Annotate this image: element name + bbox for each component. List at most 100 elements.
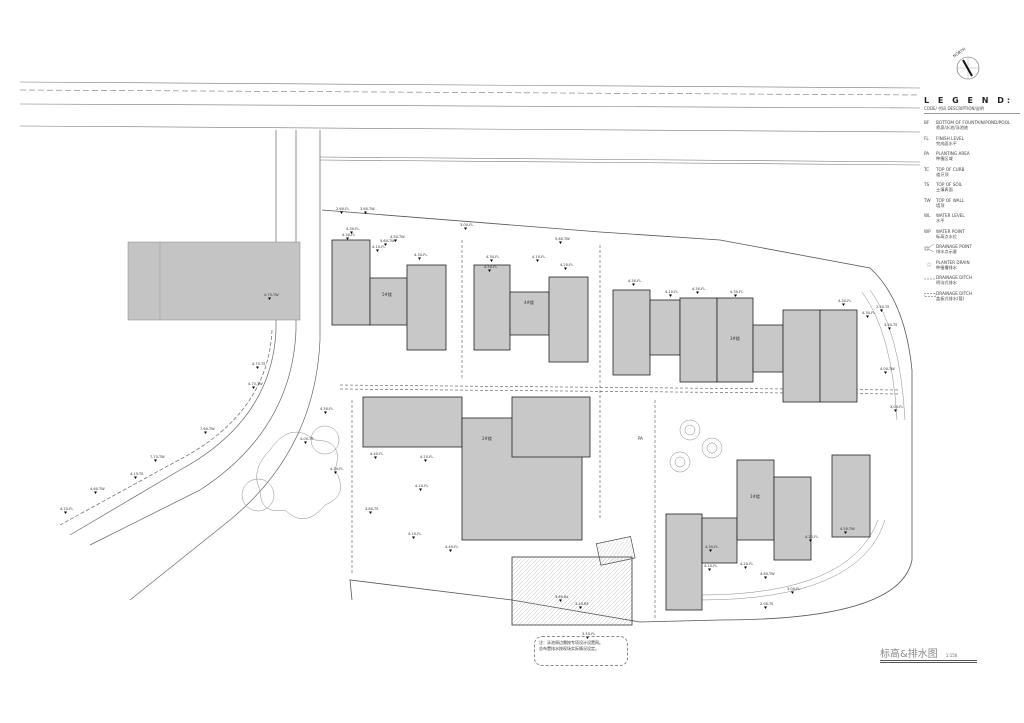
legend-desc-en: PLANTING AREA: [936, 151, 970, 156]
drawing-scale: 1:150: [945, 653, 958, 658]
elevation-marker: 5.60-TW: [380, 239, 395, 246]
elevation-marker: 3.50-TS: [884, 323, 898, 330]
elevation-marker: 4.00-TS: [300, 437, 314, 444]
elevation-marker: 5.60-TW: [555, 237, 570, 244]
elevation-triangle-icon: [586, 636, 589, 639]
elevation-marker: 4.20-FL: [740, 562, 753, 569]
elevation-triangle-icon: [488, 269, 491, 272]
elevation-marker: 4.75-TS: [252, 362, 266, 369]
elevation-triangle-icon: [94, 491, 97, 494]
elevation-marker: 4.10-FL: [60, 507, 73, 514]
legend-desc-en: TOP OF WALL: [936, 197, 965, 203]
planting-label: PA: [638, 436, 643, 441]
elevation-marker: 4.00-TW: [880, 367, 895, 374]
drainage-point-icon: [924, 243, 936, 253]
elevation-triangle-icon: [708, 568, 711, 571]
elevation-triangle-icon: [709, 549, 712, 552]
elevation-value: 4.40-FL: [370, 452, 383, 456]
elevation-value: 3.50-TS: [884, 323, 898, 327]
elevation-triangle-icon: [64, 511, 67, 514]
elevation-value: 4.40-FL: [445, 545, 458, 549]
legend-title: L E G E N D:: [924, 96, 1014, 105]
elevation-value: 4.30-FL: [628, 279, 641, 283]
elevation-value: 4.10-FL: [665, 290, 678, 294]
elevation-value: 3.55-FL: [582, 632, 595, 636]
elevation-marker: 4.30-FL: [486, 255, 499, 262]
elevation-triangle-icon: [424, 459, 427, 462]
legend-desc-cn: 标高点水位: [936, 233, 957, 239]
elevation-value: 2.50-TS: [876, 305, 890, 309]
elevation-marker: 3.00-FL: [460, 223, 473, 230]
elevation-value: 3.60-BL: [555, 595, 569, 599]
elevation-marker: 3.60-TW: [360, 207, 375, 214]
legend-desc-cn: 种植槽排水: [936, 264, 957, 270]
elevation-triangle-icon: [536, 259, 539, 262]
elevation-marker: 4.30-FL: [692, 287, 705, 294]
elevation-value: 4.00-TS: [300, 437, 314, 441]
building-label: 2#楼: [482, 435, 492, 441]
elevation-triangle-icon: [154, 459, 157, 462]
elevation-value: 3.00-FL: [890, 405, 903, 409]
legend-code: WL: [924, 213, 931, 218]
legend-desc-cn: 排水点示意: [936, 249, 957, 254]
legend-desc-en: DRAINAGE POINT: [936, 244, 972, 249]
elevation-triangle-icon: [894, 409, 897, 412]
elevation-triangle-icon: [764, 606, 767, 609]
elevation-value: 4.75-TS: [252, 362, 266, 366]
note-line: 总布置排水按现场实际情况设定。: [539, 646, 599, 651]
elevation-value: 4.20-FL: [560, 263, 573, 267]
elevation-value: 4.30-FL: [838, 299, 851, 303]
elevation-value: 7.75-TW: [150, 455, 165, 459]
elevation-value: 4.50-TW: [840, 527, 855, 531]
building-label: 5#楼: [382, 291, 392, 297]
elevation-marker: 4.10-FL: [665, 290, 678, 297]
elevation-triangle-icon: [844, 531, 847, 534]
swimming-pool: [511, 556, 633, 626]
elevation-triangle-icon: [669, 294, 672, 297]
elevation-marker: 4.30-FL: [320, 407, 333, 414]
elevation-marker: 7.60-TW: [200, 427, 215, 434]
elevation-value: 4.00-TW: [880, 367, 895, 371]
north-arrow-icon: [956, 56, 980, 80]
elevation-value: 4.25-FL: [420, 455, 433, 459]
drainage-ditch-covered-icon: [923, 291, 937, 299]
elevation-marker: 4.30-FL: [342, 233, 355, 240]
elevation-value: 4.30-FL: [342, 233, 355, 237]
elevation-value: 2.90-TS: [760, 602, 774, 606]
elevation-marker: 2.90-TS: [760, 602, 774, 609]
elevation-value: 4.75-TW: [248, 382, 263, 386]
elevation-marker: 4.60-TW: [90, 487, 105, 494]
elevation-marker: 3.55-FL: [582, 632, 595, 639]
elevation-triangle-icon: [884, 371, 887, 374]
elevation-triangle-icon: [204, 431, 207, 434]
elevation-triangle-icon: [364, 211, 367, 214]
elevation-value: 4.10-FL: [704, 564, 717, 568]
elevation-value: 3.80-TS: [365, 507, 379, 511]
elevation-triangle-icon: [419, 488, 422, 491]
elevation-value: 4.15-TS: [130, 472, 144, 476]
elevation-marker: 4.40-FL: [445, 545, 458, 552]
elevation-value: 4.30-FL: [320, 407, 333, 411]
legend-desc-cn: 水平: [936, 218, 945, 223]
elevation-triangle-icon: [490, 259, 493, 262]
site-boundary: [321, 209, 913, 623]
elevation-marker: 4.10-FL: [415, 484, 428, 491]
street-lines: [19, 81, 921, 166]
legend-desc-cn: 盖板式排水(管): [936, 295, 965, 301]
elevation-marker: 4.30-FL: [730, 290, 743, 297]
elevation-marker: 4.10-FL: [532, 255, 545, 262]
elevation-marker: 3.00-FL: [787, 587, 800, 594]
legend-code: WP: [924, 228, 931, 234]
note-line: 注：泳池周边需按专项设计设置网。: [539, 640, 603, 645]
elevation-triangle-icon: [134, 476, 137, 479]
elevation-triangle-icon: [696, 291, 699, 294]
